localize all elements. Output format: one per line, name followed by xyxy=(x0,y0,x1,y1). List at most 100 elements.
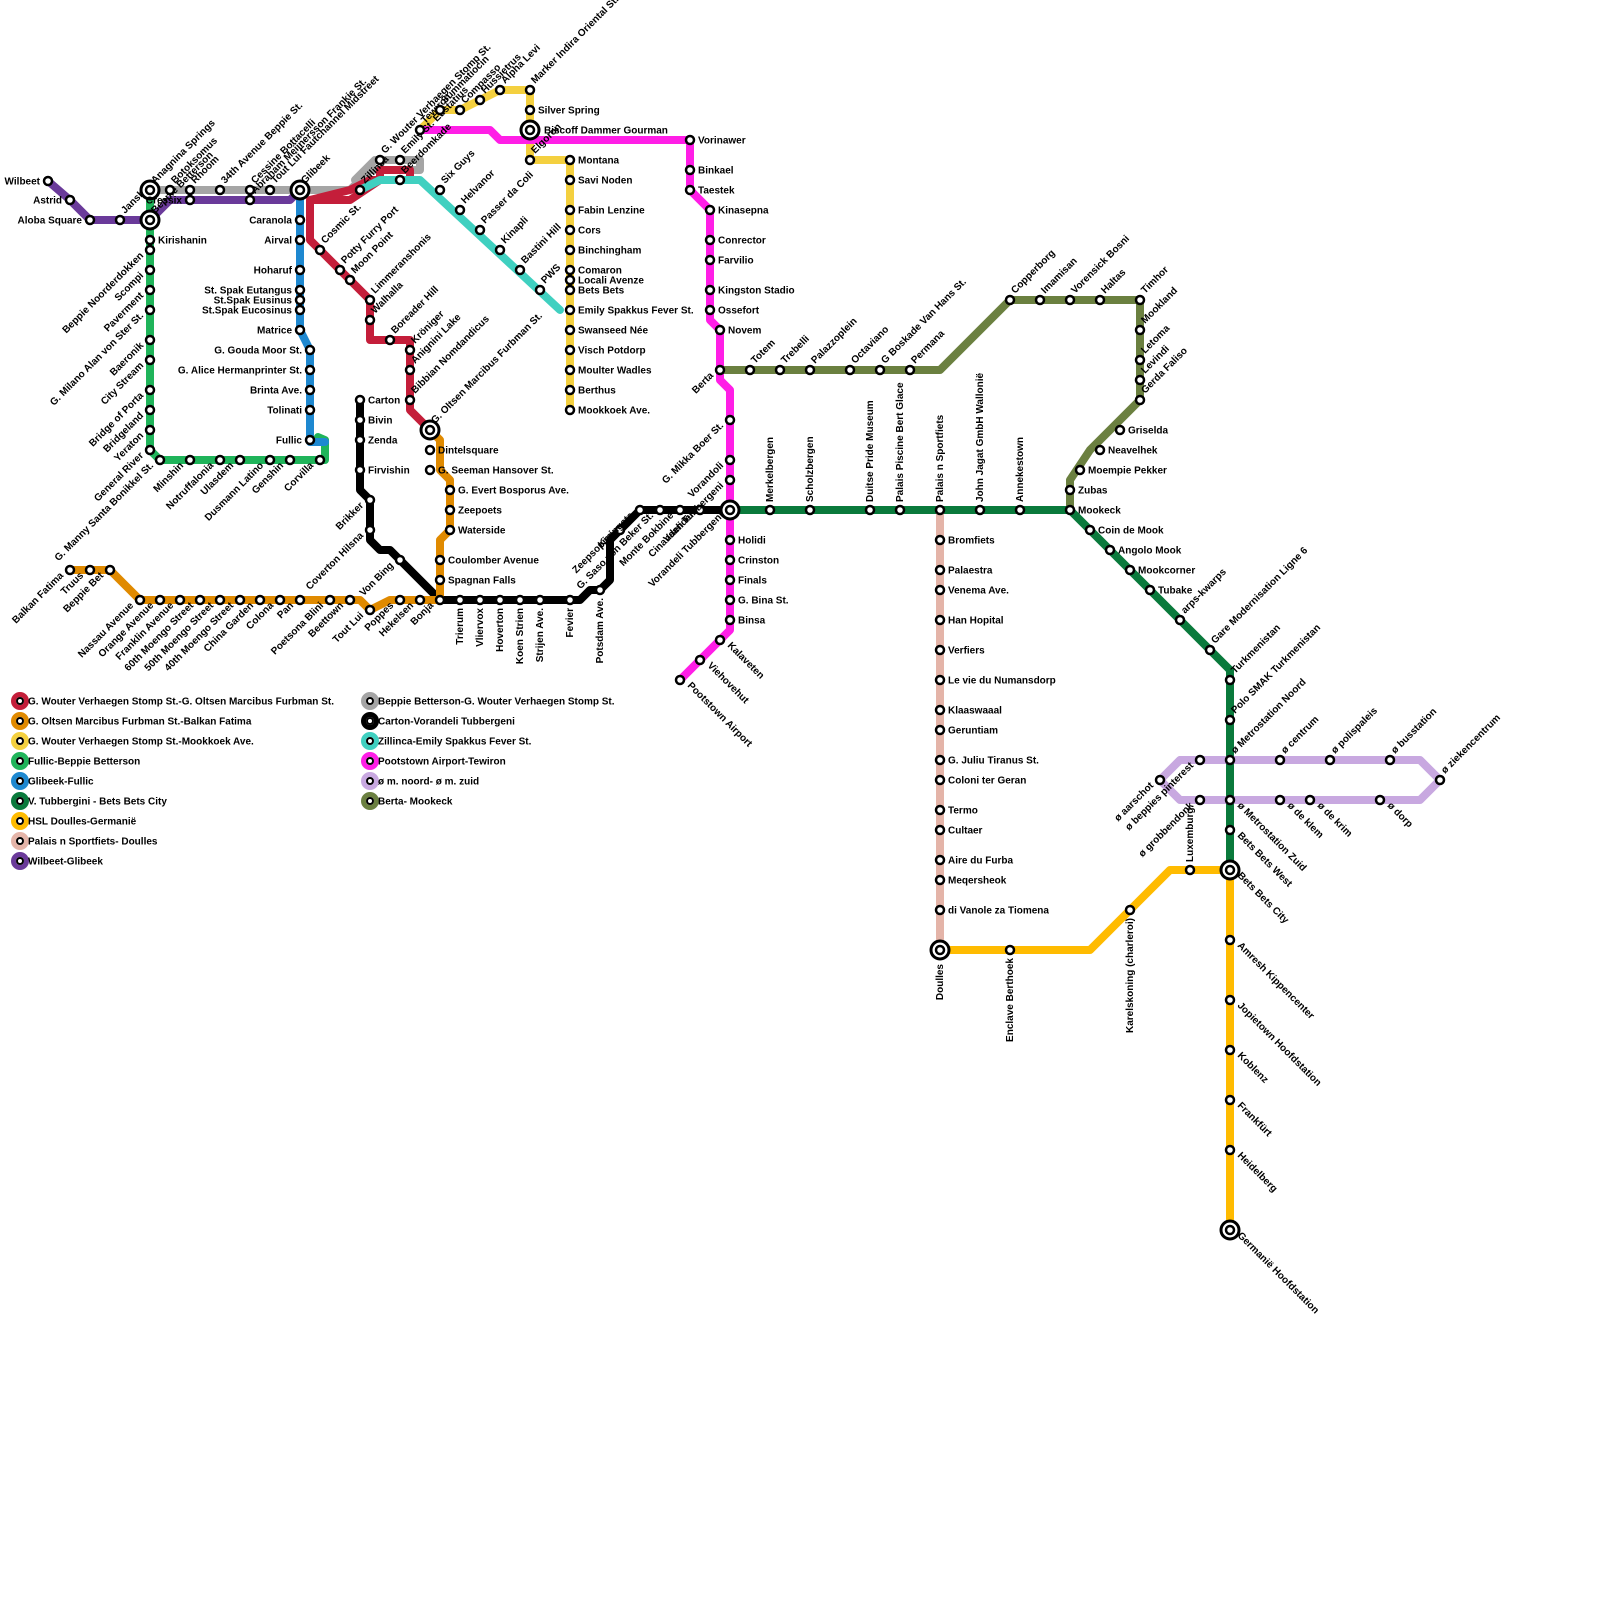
station-vorinawer[interactable]: Vorinawer xyxy=(684,134,746,147)
station-betsbetswest[interactable]: Bets Bets West xyxy=(1224,824,1294,890)
station-trierum[interactable]: Trierum xyxy=(454,594,466,645)
station-mookeck[interactable]: Mookeck xyxy=(1064,504,1121,517)
station-moempie[interactable]: Moempie Pekker xyxy=(1074,464,1167,477)
station-dintelsquare[interactable]: Dintelsquare xyxy=(424,444,499,457)
station-fabin[interactable]: Fabin Lenzine xyxy=(564,204,645,217)
station-kirishanin[interactable]: Kirishanin xyxy=(144,234,207,247)
station-galice[interactable]: G. Alice Hermanprinter St. xyxy=(178,364,316,377)
station-montana[interactable]: Montana xyxy=(564,154,620,167)
station-visch[interactable]: Visch Potdorp xyxy=(564,344,646,357)
station-aloba[interactable]: Aloba Square xyxy=(18,214,96,227)
station-mookkoek[interactable]: Mookkoek Ave. xyxy=(564,404,650,417)
station-griselda[interactable]: Griselda xyxy=(1114,424,1168,437)
station-emilyspak[interactable]: Emily Spakkus Fever St. xyxy=(564,304,694,317)
station-coinmook[interactable]: Coin de Mook xyxy=(1084,524,1164,537)
station-zeepoets[interactable]: Zeepoets xyxy=(444,504,502,517)
station-tubake[interactable]: Tubake xyxy=(1144,584,1193,597)
station-garemod[interactable]: Gare Modernisation Ligne 6 xyxy=(1204,545,1311,656)
station-fevier[interactable]: Fevier xyxy=(564,594,576,637)
station-vorensick[interactable]: Vorensick Bosni xyxy=(1064,233,1132,306)
station-annekestown[interactable]: Annekestown xyxy=(1014,437,1026,516)
station-metronoord[interactable]: ø Metrostation Noord xyxy=(1224,677,1309,766)
station-matrice[interactable]: Matrice xyxy=(257,324,306,337)
station-kingston[interactable]: Kingston Stadio xyxy=(704,284,795,297)
station-bivin[interactable]: Bivin xyxy=(354,414,392,427)
station-mookcorner[interactable]: Mookcorner xyxy=(1124,564,1195,577)
station-koenstrien[interactable]: Koen Strien xyxy=(514,594,526,664)
station-conrector[interactable]: Conrector xyxy=(704,234,766,247)
station-locali[interactable]: Locali Avenze xyxy=(564,274,644,287)
station-ziekencentrum[interactable]: ø ziekencentrum xyxy=(1434,712,1503,786)
station-gmikka[interactable]: G. Mikka Boer St. xyxy=(660,414,736,486)
station-binching[interactable]: Binchingham xyxy=(564,244,641,257)
station-gbina[interactable]: G. Bina St. xyxy=(724,594,789,607)
station-geruntiam[interactable]: Geruntiam xyxy=(934,724,998,737)
station-novem[interactable]: Novem xyxy=(714,324,761,337)
station-palaestra[interactable]: Palaestra xyxy=(934,564,993,577)
station-vonbing[interactable]: Von Bing xyxy=(358,554,406,599)
station-waterside[interactable]: Waterside xyxy=(444,524,506,537)
station-kinasepna[interactable]: Kinasepna xyxy=(704,204,769,217)
station-klaaswaaal[interactable]: Klaaswaaal xyxy=(934,704,1002,717)
station-stspakeus[interactable]: St.Spak Eusinus xyxy=(214,294,306,307)
station-coloni[interactable]: Coloni ter Geran xyxy=(934,774,1026,787)
station-gevert[interactable]: G. Evert Bosporus Ave. xyxy=(444,484,569,497)
station-zubas[interactable]: Zubas xyxy=(1064,484,1108,497)
station-comaron[interactable]: Comaron xyxy=(564,264,622,277)
station-spagnan[interactable]: Spagnan Falls xyxy=(434,574,516,587)
station-karelskoning[interactable]: Karelskoning (charleroi) xyxy=(1124,904,1136,1033)
station-venema[interactable]: Venema Ave. xyxy=(934,584,1009,597)
station-coverton[interactable]: Coverton Hilsna xyxy=(304,524,376,592)
station-scholzbergen[interactable]: Scholzbergen xyxy=(804,436,816,516)
station-kinapli[interactable]: Kinapli xyxy=(494,215,531,256)
station-astrid[interactable]: Astrid xyxy=(33,194,76,207)
station-copperborg[interactable]: Copperborg xyxy=(1004,248,1058,306)
station-marker[interactable]: Marker Indira Oriental St. xyxy=(524,0,621,96)
station-betsbets[interactable]: Bets Bets xyxy=(564,284,625,297)
station-duitse[interactable]: Duitse Pride Museum xyxy=(864,400,876,516)
station-wilbeet[interactable]: Wilbeet xyxy=(5,175,54,188)
station-stspakeuc[interactable]: St.Spak Eucosinus xyxy=(202,304,306,317)
station-silverspring[interactable]: Silver Spring xyxy=(524,104,600,117)
station-finals[interactable]: Finals xyxy=(724,574,767,587)
station-binkael[interactable]: Binkael xyxy=(684,164,734,177)
station-vliervox[interactable]: Vliervox xyxy=(474,594,486,647)
station-verfiers[interactable]: Verfiers xyxy=(934,644,985,657)
station-ggouda[interactable]: G. Gouda Moor St. xyxy=(214,344,316,357)
station-brinta[interactable]: Brinta Ave. xyxy=(250,384,316,397)
station-coulomber[interactable]: Coulomber Avenue xyxy=(434,554,539,567)
station-holidi[interactable]: Holidi xyxy=(724,534,766,547)
station-hanhopital[interactable]: Han Hopital xyxy=(934,614,1004,627)
station-johnjagat[interactable]: John Jagat GmbH Wallonië xyxy=(974,372,986,516)
station-berthus[interactable]: Berthus xyxy=(564,384,616,397)
station-hoverton[interactable]: Hoverton xyxy=(494,594,506,652)
station-cressix[interactable]: Cressix xyxy=(146,194,196,207)
station-biscoff[interactable]: Biscoff Dammer Gourman xyxy=(519,119,668,141)
station-farvilio[interactable]: Farvilio xyxy=(704,254,754,267)
station-palaisbert[interactable]: Palais Piscine Bert Glace xyxy=(894,382,906,516)
station-merkelbergen[interactable]: Merkelbergen xyxy=(764,437,776,516)
station-germanie[interactable]: Germanië Hoofdstation xyxy=(1219,1219,1321,1316)
station-potsdam[interactable]: Potsdam Ave. xyxy=(594,584,606,663)
station-hoharuf[interactable]: Hoharuf xyxy=(254,264,306,277)
station-angolomook[interactable]: Angolo Mook xyxy=(1104,544,1182,557)
station-termo[interactable]: Termo xyxy=(934,804,978,817)
station-tolinati[interactable]: Tolinati xyxy=(267,404,316,417)
station-divanole[interactable]: di Vanole za Tiomena xyxy=(934,904,1049,917)
station-levie[interactable]: Le vie du Numansdorp xyxy=(934,674,1056,687)
station-neavelhek[interactable]: Neavelhek xyxy=(1094,444,1158,457)
station-stspak[interactable]: St. Spak Eutangus xyxy=(204,284,306,297)
station-firvishin[interactable]: Firvishin xyxy=(354,464,410,477)
station-crinston[interactable]: Crinston xyxy=(724,554,779,567)
station-busstation[interactable]: ø busstation xyxy=(1384,706,1439,766)
station-fullic[interactable]: Fullic xyxy=(276,434,316,447)
station-savi[interactable]: Savi Noden xyxy=(564,174,632,187)
station-doulles[interactable]: Doulles xyxy=(929,939,951,1000)
station-luxemburg[interactable]: Luxemburg xyxy=(1184,808,1196,876)
station-zenda[interactable]: Zenda xyxy=(354,434,398,447)
station-gjuliu[interactable]: G. Juliu Tiranus St. xyxy=(934,754,1039,767)
station-ossefort[interactable]: Ossefort xyxy=(704,304,760,317)
station-pws[interactable]: PWS xyxy=(534,262,563,296)
station-airval[interactable]: Airval xyxy=(264,234,306,247)
station-taestek[interactable]: Taestek xyxy=(684,184,735,197)
